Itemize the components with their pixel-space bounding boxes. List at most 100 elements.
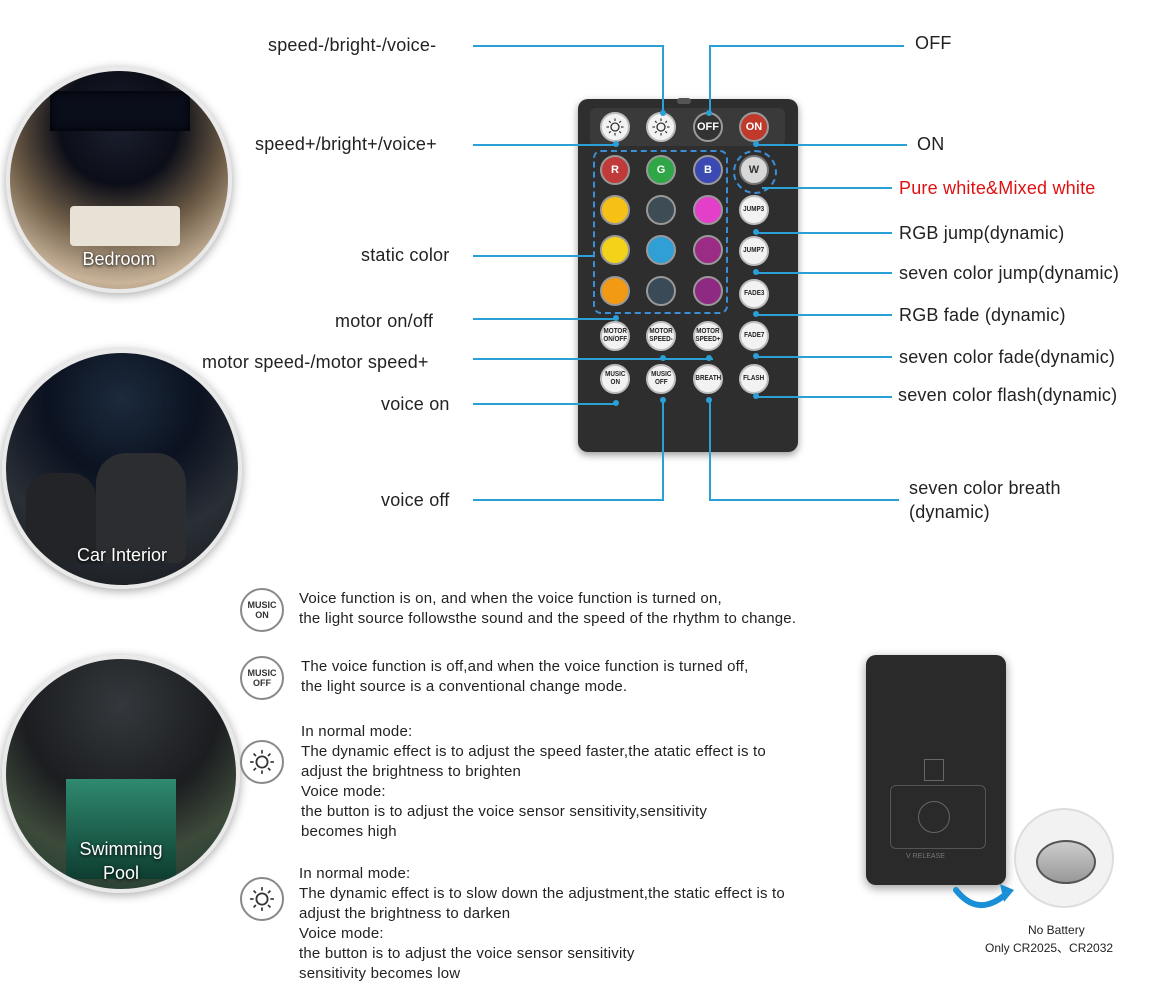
brightness-down-icon [240,877,284,921]
brightness-up-button[interactable] [646,112,676,142]
off-button[interactable]: OFF [693,112,723,142]
battery-compartment [890,785,986,849]
jump7-button[interactable]: JUMP7 [739,236,769,266]
legend-brightness-down-text: In normal mode: The dynamic effect is to… [299,865,785,982]
legend-music-on-text: Voice function is on, and when the voice… [299,590,797,627]
blue-button[interactable]: B [693,155,723,185]
leader-line [709,45,904,47]
leader-line [762,187,892,189]
bedroom-photo: Bedroom [6,67,232,293]
leader-dot [753,393,759,399]
leader-line [473,499,664,501]
static-color-button[interactable] [646,195,676,225]
coin-battery-photo [1014,808,1114,908]
label-seven-breath-dynamic: (dynamic) [909,502,990,522]
label-seven-flash: seven color flash(dynamic) [898,385,1118,405]
jump3-button[interactable]: JUMP3 [739,195,769,225]
white-button[interactable]: W [739,155,769,185]
legend-brightness-up-text: In normal mode: The dynamic effect is to… [301,723,766,840]
leader-dot [613,400,619,406]
label-off: OFF [915,33,952,53]
leader-line [757,272,892,274]
dynamic-frame [733,150,777,194]
leader-line [473,358,713,360]
fade3-button[interactable]: FADE3 [739,279,769,309]
leader-dot [660,355,666,361]
label-on: ON [917,134,945,154]
leader-line [757,396,892,398]
leader-line [709,45,711,113]
scene-caption-swimming-pool: Swimming Pool [79,839,163,883]
label-rgb-jump: RGB jump(dynamic) [899,223,1065,243]
label-seven-breath: seven color breath [909,478,1061,498]
legend-music-off-text: The voice function is off,and when the v… [301,658,749,695]
leader-dot [753,229,759,235]
label-seven-fade: seven color fade(dynamic) [899,347,1116,367]
leader-dot [706,397,712,403]
swimming-pool-photo: Swimming Pool [2,655,240,893]
flash-button[interactable]: FLASH [739,364,769,394]
leader-dot [753,311,759,317]
scene-caption-car-interior: Car Interior [76,545,168,565]
label-motor-onoff: motor on/off [335,311,434,331]
leader-line [473,144,618,146]
leader-line [757,144,907,146]
label-speed-minus: speed-/bright-/voice- [268,35,437,55]
static-color-button[interactable] [600,195,630,225]
red-button[interactable]: R [600,155,630,185]
leader-line [709,400,711,501]
leader-dot [706,355,712,361]
static-color-button[interactable] [693,276,723,306]
green-button[interactable]: G [646,155,676,185]
leader-dot [660,110,666,116]
breath-button[interactable]: BREATH [693,364,723,394]
label-pure-white: Pure white&Mixed white [899,178,1096,198]
label-rgb-fade: RGB fade (dynamic) [899,305,1066,325]
leader-line [662,45,664,113]
leader-dot [706,110,712,116]
brightness-down-icon [606,118,624,136]
leader-line [757,356,892,358]
scene-caption-bedroom: Bedroom [82,249,156,269]
leader-dot [660,397,666,403]
battery-note: No Battery [1028,923,1085,937]
label-static-color: static color [361,245,450,265]
leader-line [757,314,892,316]
leader-line [473,45,664,47]
arrow-icon [953,884,1014,909]
recycle-bin-icon [924,759,944,781]
static-color-button[interactable] [646,276,676,306]
leader-dot [613,315,619,321]
leader-dot [613,141,619,147]
coin-battery-icon [1036,840,1096,884]
label-voice-off: voice off [381,490,450,510]
label-speed-plus: speed+/bright+/voice+ [255,134,437,154]
remote-back: V RELEASE [866,655,1006,885]
static-color-button[interactable] [693,235,723,265]
label-voice-on: voice on [381,394,450,414]
leader-dot [753,141,759,147]
leader-line [473,403,618,405]
leader-line [473,255,593,257]
fade7-button[interactable]: FADE7 [739,321,769,351]
static-color-button[interactable] [693,195,723,225]
static-color-button[interactable] [600,235,630,265]
leader-line [709,499,899,501]
leader-line [473,318,618,320]
battery-slot-icon [918,801,950,833]
brightness-up-icon [652,118,670,136]
static-color-button[interactable] [646,235,676,265]
leader-line [757,232,892,234]
label-seven-jump: seven color jump(dynamic) [899,263,1120,283]
static-color-frame [593,150,728,314]
brightness-down-button[interactable] [600,112,630,142]
static-color-button[interactable] [600,276,630,306]
on-button[interactable]: ON [739,112,769,142]
